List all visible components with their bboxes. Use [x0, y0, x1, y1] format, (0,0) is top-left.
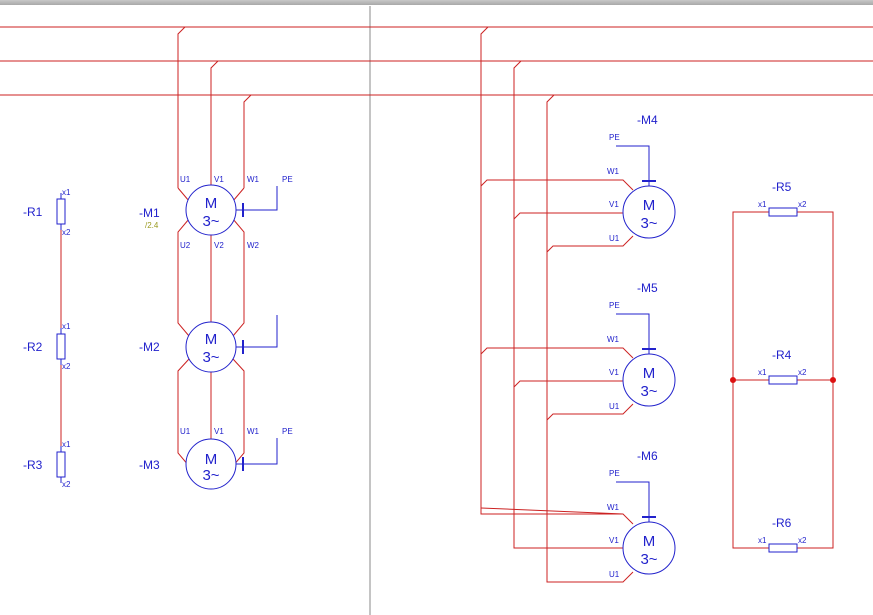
- pin-label: x1: [758, 200, 767, 209]
- pe-connector: [616, 481, 650, 522]
- pe-connector: [616, 313, 650, 354]
- pin-label: x1: [758, 536, 767, 545]
- pin-label: W2: [247, 241, 260, 250]
- resistor-r5[interactable]: -R5 x1 x2: [758, 180, 807, 217]
- pe-connector: [236, 186, 278, 211]
- motor-m4[interactable]: M 3~ -M4 PE W1 V1 U1: [607, 113, 676, 243]
- pin-label: U2: [180, 241, 191, 250]
- pin-label: V1: [214, 175, 224, 184]
- pin-label: x2: [62, 480, 71, 489]
- motor-tag: -M4: [637, 113, 658, 127]
- motor-letter: M: [205, 451, 218, 468]
- motor-tag: -M3: [139, 458, 160, 472]
- pin-label: x1: [62, 440, 71, 449]
- motor-m5[interactable]: M 3~ -M5 PE W1 V1 U1: [607, 281, 676, 411]
- motor-letter: M: [205, 195, 218, 212]
- bus-wires: [0, 26, 873, 583]
- resistor-body: [768, 543, 798, 553]
- resistor-body: [56, 198, 66, 225]
- motor-column-wiring: [177, 187, 245, 467]
- resistor-tag: -R5: [772, 180, 792, 194]
- pin-label: V2: [214, 241, 224, 250]
- motor-phase: 3~: [640, 383, 657, 400]
- pin-label: x2: [798, 536, 807, 545]
- motor-letter: M: [643, 533, 656, 550]
- resistor-r6[interactable]: -R6 x1 x2: [758, 516, 807, 553]
- resistor-body: [56, 333, 66, 360]
- motor-phase: 3~: [640, 551, 657, 568]
- motor-phase: 3~: [202, 213, 219, 230]
- motor-letter: M: [643, 365, 656, 382]
- motor-m3[interactable]: M 3~ -M3 U1 V1 W1 PE: [139, 427, 293, 490]
- cross-reference: /2.4: [145, 221, 159, 230]
- pin-label: W1: [607, 503, 620, 512]
- pin-label: W1: [247, 427, 260, 436]
- pe-connector: [236, 315, 278, 348]
- pin-label: U1: [180, 427, 191, 436]
- pin-label: x2: [798, 368, 807, 377]
- motor-letter: M: [205, 331, 218, 348]
- junction-dot: [830, 377, 836, 383]
- pe-connector: [236, 438, 278, 465]
- motor-m6[interactable]: M 3~ -M6 PE W1 V1 U1: [607, 449, 676, 579]
- pin-label: V1: [609, 368, 619, 377]
- pin-label: PE: [609, 301, 620, 310]
- resistor-tag: -R4: [772, 348, 792, 362]
- motor-tag: -M5: [637, 281, 658, 295]
- pin-label: PE: [609, 469, 620, 478]
- motor-tag: -M2: [139, 340, 160, 354]
- pin-label: U1: [609, 570, 620, 579]
- pin-label: V1: [214, 427, 224, 436]
- junction-dot: [730, 377, 736, 383]
- motor-phase: 3~: [202, 349, 219, 366]
- pin-label: x2: [798, 200, 807, 209]
- pe-connector: [616, 145, 650, 186]
- motor-phase: 3~: [202, 467, 219, 484]
- pin-label: x1: [62, 188, 71, 197]
- motor-tag: -M1: [139, 206, 160, 220]
- resistor-r2[interactable]: -R2 x1 x2: [23, 322, 71, 371]
- pin-label: x2: [62, 228, 71, 237]
- motor-phase: 3~: [640, 215, 657, 232]
- resistor-r4[interactable]: -R4 x1 x2: [758, 348, 807, 385]
- motor-letter: M: [643, 197, 656, 214]
- pin-label: U1: [609, 234, 620, 243]
- pin-label: W1: [607, 167, 620, 176]
- pin-label: W1: [607, 335, 620, 344]
- resistor-tag: -R6: [772, 516, 792, 530]
- resistor-r1[interactable]: -R1 x1 x2: [23, 188, 71, 237]
- resistor-body: [56, 451, 66, 478]
- pin-label: x1: [62, 322, 71, 331]
- resistor-body: [768, 375, 798, 385]
- pin-label: PE: [282, 175, 293, 184]
- pin-label: PE: [282, 427, 293, 436]
- pin-label: x1: [758, 368, 767, 377]
- resistor-r3[interactable]: -R3 x1 x2: [23, 440, 71, 489]
- resistor-tag: -R1: [23, 205, 43, 219]
- resistor-tag: -R2: [23, 340, 43, 354]
- motor-m1[interactable]: M 3~ -M1 /2.4 U1 V1 W1 U2 V2 W2 PE: [139, 175, 293, 250]
- right-motor-wiring: [480, 179, 634, 583]
- pin-label: V1: [609, 536, 619, 545]
- pin-label: PE: [609, 133, 620, 142]
- motor-m2[interactable]: M 3~ -M2: [139, 315, 278, 373]
- pin-label: x2: [62, 362, 71, 371]
- motor-tag: -M6: [637, 449, 658, 463]
- resistor-tag: -R3: [23, 458, 43, 472]
- pin-label: V1: [609, 200, 619, 209]
- pin-label: U1: [609, 402, 620, 411]
- pin-label: W1: [247, 175, 260, 184]
- pin-label: U1: [180, 175, 191, 184]
- window-top-edge: [0, 0, 873, 5]
- resistor-body: [768, 207, 798, 217]
